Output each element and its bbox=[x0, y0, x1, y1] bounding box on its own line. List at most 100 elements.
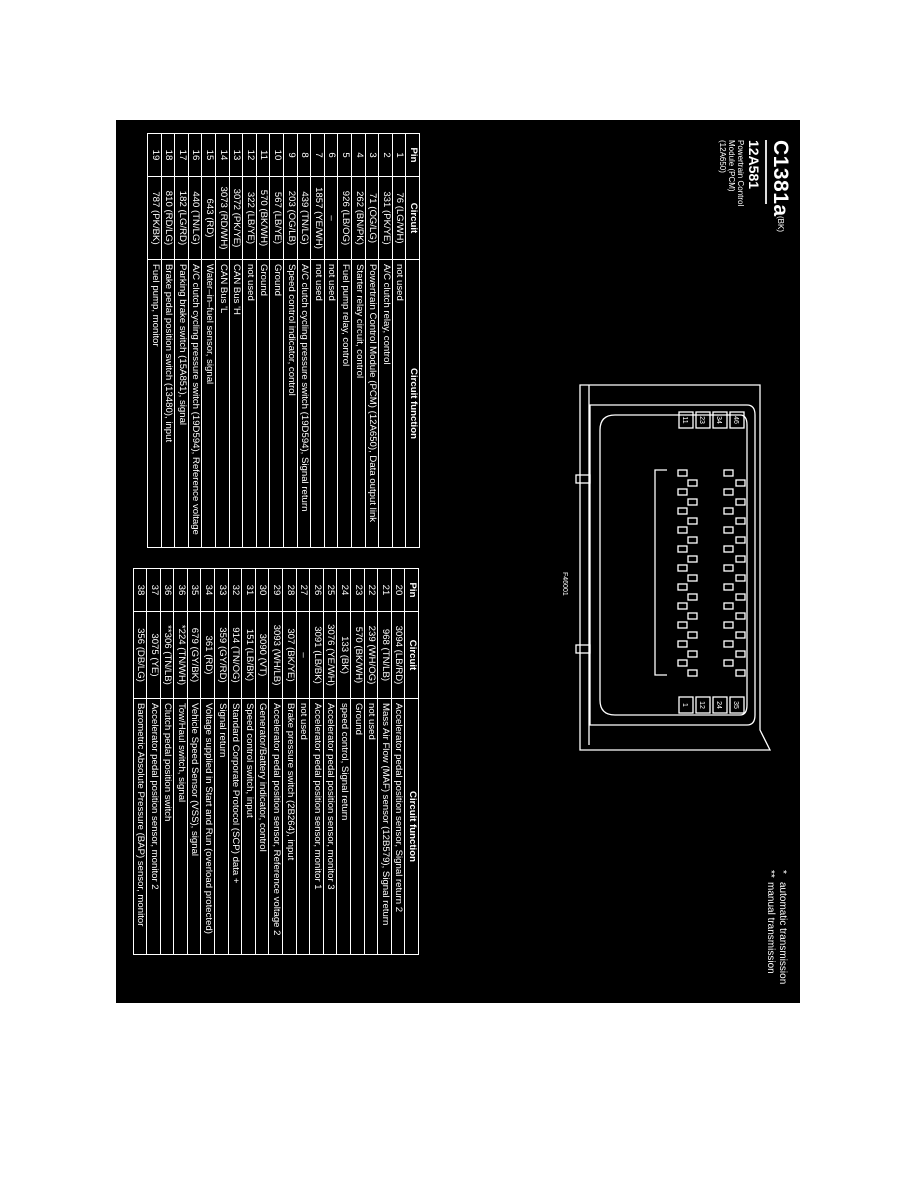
pin-cavity bbox=[677, 659, 688, 667]
pin-cell: 20 bbox=[391, 568, 405, 612]
pin-cell: 11 bbox=[256, 133, 270, 177]
pin-label-box bbox=[678, 696, 694, 714]
pin-cell: 7 bbox=[310, 133, 325, 177]
pin-cavity bbox=[687, 631, 698, 639]
pin-cavity bbox=[677, 640, 688, 648]
pin-label-box bbox=[712, 696, 728, 714]
col-circuit: Circuit bbox=[404, 611, 419, 699]
circuit-cell: 787 (PK/BK) bbox=[147, 176, 162, 260]
function-cell: A/C clutch relay, control bbox=[378, 259, 393, 548]
pin-cavity bbox=[677, 469, 688, 477]
circuit-cell: – bbox=[296, 611, 310, 699]
pin-cavity bbox=[723, 621, 734, 629]
pin-cell: 8 bbox=[297, 133, 311, 177]
pin-cavity bbox=[687, 669, 698, 677]
circuit-cell: 1857 (YE/WH) bbox=[310, 176, 325, 260]
circuit-cell: 810 (RD/LG) bbox=[161, 176, 175, 260]
pin-cell: 38 bbox=[133, 568, 147, 612]
table-row: 36**306 (TN/LB)Clutch pedal position swi… bbox=[160, 568, 174, 955]
pin-cavity bbox=[723, 545, 734, 553]
pin-label-box bbox=[678, 411, 694, 429]
function-cell: Accelerator pedal position sensor, Signa… bbox=[391, 698, 405, 955]
pin-cavity bbox=[735, 536, 746, 544]
function-cell: Ground bbox=[256, 259, 270, 548]
pin-cavity bbox=[677, 507, 688, 515]
circuit-cell: 151 (LB/BK) bbox=[241, 611, 256, 699]
pin-cavity bbox=[723, 659, 734, 667]
pin-cell: 26 bbox=[309, 568, 324, 612]
function-cell: Brake pedal position switch (13480), inp… bbox=[161, 259, 175, 548]
function-cell: CAN Bus 'L bbox=[215, 259, 230, 548]
pin-cell: 37 bbox=[146, 568, 161, 612]
pin-cell: 3 bbox=[365, 133, 379, 177]
footnote: **manual transmission bbox=[765, 870, 776, 974]
circuit-cell: 968 (TN/LB) bbox=[377, 611, 392, 699]
function-cell: Voltage supplied in Start and Run (overl… bbox=[201, 698, 215, 955]
col-function: Circuit function bbox=[405, 259, 420, 548]
pin-cavity bbox=[677, 583, 688, 591]
function-cell: not used bbox=[310, 259, 325, 548]
pin-cell: 4 bbox=[351, 133, 366, 177]
function-cell: Tow/Haul switch, signal bbox=[173, 698, 188, 955]
pin-cell: 1 bbox=[392, 133, 406, 177]
pin-cell: 33 bbox=[214, 568, 229, 612]
pin-number-label: 1 bbox=[681, 703, 688, 707]
pin-cavity bbox=[687, 612, 698, 620]
pin-cavity bbox=[735, 631, 746, 639]
circuit-cell: 679 (GY/BK) bbox=[187, 611, 201, 699]
footnotes: *automatic transmission **manual transmi… bbox=[764, 870, 788, 984]
circuit-cell: 182 (LG/RD) bbox=[174, 176, 189, 260]
pin-cavity bbox=[677, 526, 688, 534]
circuit-cell: 3073 (RD/WH) bbox=[215, 176, 230, 260]
pin-cell: 16 bbox=[188, 133, 202, 177]
function-cell: Ground bbox=[269, 259, 284, 548]
circuit-cell: 3090 (VT) bbox=[255, 611, 269, 699]
pin-cavity bbox=[687, 650, 698, 658]
pin-cavity bbox=[687, 574, 698, 582]
function-cell: Ground bbox=[350, 698, 365, 955]
pin-cell: 17 bbox=[174, 133, 189, 177]
function-cell: not used bbox=[364, 698, 378, 955]
pin-cavity bbox=[687, 536, 698, 544]
function-cell: Accelerator pedal position sensor, monit… bbox=[309, 698, 324, 955]
circuit-cell: 643 (RD) bbox=[202, 176, 216, 260]
pin-cavity bbox=[735, 555, 746, 563]
pin-number-label: 11 bbox=[681, 416, 688, 423]
pin-cell: 12 bbox=[242, 133, 257, 177]
pin-label-box bbox=[695, 696, 711, 714]
circuit-cell: 307 (BK/YE) bbox=[282, 611, 297, 699]
circuit-cell: 570 (BK/WH) bbox=[350, 611, 365, 699]
function-cell: Standard Corporate Protocol (SCP) data + bbox=[228, 698, 242, 955]
function-cell: Water–in–fuel sensor, signal bbox=[202, 259, 216, 548]
circuit-cell: 71 (OG/LG) bbox=[365, 176, 379, 260]
pin-cavity bbox=[723, 488, 734, 496]
pin-cavity bbox=[735, 479, 746, 487]
pin-cell: 36 bbox=[173, 568, 188, 612]
pin-cell: 9 bbox=[283, 133, 298, 177]
col-circuit: Circuit bbox=[405, 176, 420, 260]
function-cell: not used bbox=[324, 259, 338, 548]
pin-number-label: 35 bbox=[732, 701, 739, 709]
pin-cell: 23 bbox=[350, 568, 365, 612]
pin-cavity bbox=[723, 526, 734, 534]
function-cell: Powertrain Control Module (PCM) (12A650)… bbox=[365, 259, 379, 548]
pin-cell: 14 bbox=[215, 133, 230, 177]
circuit-cell: 322 (LB/YE) bbox=[242, 176, 257, 260]
pin-cavity bbox=[735, 612, 746, 620]
pin-cavity bbox=[723, 564, 734, 572]
connector-id: C1381a bbox=[769, 140, 792, 217]
